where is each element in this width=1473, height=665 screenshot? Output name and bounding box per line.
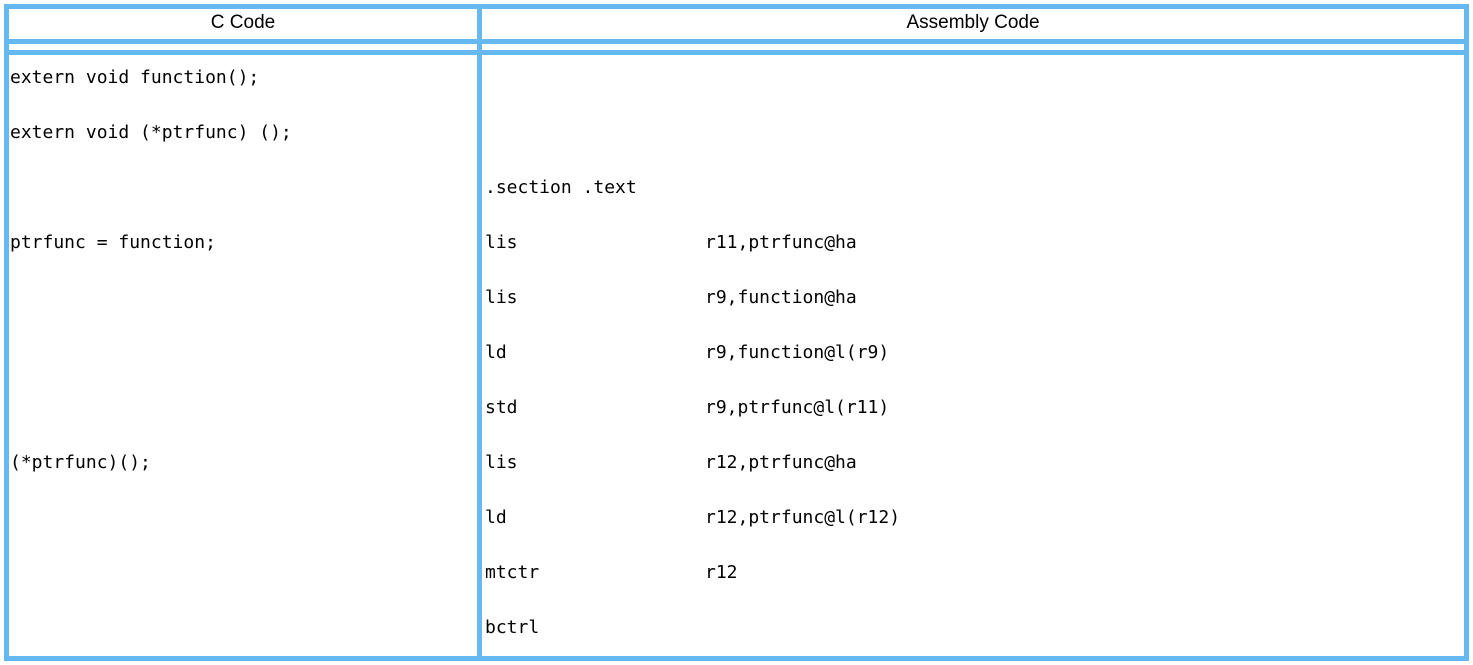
assembly-code-column: .section .text lis r11,ptrfunc@ha lis r9,fun… — [482, 55, 1464, 656]
asm-code-line: ld r12,ptrfunc@l(r12) — [485, 490, 1464, 545]
c-code-line — [10, 380, 477, 435]
asm-operands: r12 — [705, 562, 738, 583]
asm-code-line: lis r9,function@ha — [485, 270, 1464, 325]
asm-code-line: .section .text — [485, 177, 637, 198]
c-code-line — [10, 545, 477, 600]
asm-code-line: ld r9,function@l(r9) — [485, 325, 1464, 380]
asm-mnemonic: ld — [485, 507, 507, 528]
asm-operands: r9,function@ha — [705, 287, 857, 308]
c-code-line: ptrfunc = function; — [10, 232, 216, 253]
asm-code-line: lis r12,ptrfunc@ha — [485, 435, 1464, 490]
c-code-line: extern void function(); — [10, 67, 260, 88]
divider-gap-left — [9, 44, 482, 50]
c-code-line — [10, 270, 477, 325]
asm-code-line: bctrl — [485, 600, 1464, 655]
c-code-header: C Code — [9, 9, 482, 39]
asm-mnemonic: lis — [485, 452, 518, 473]
asm-operands: r11,ptrfunc@ha — [705, 232, 857, 253]
c-code-line — [10, 600, 477, 655]
c-code-line: (*ptrfunc)(); — [10, 452, 151, 473]
code-comparison-table: C Code Assembly Code extern void functio… — [4, 4, 1469, 661]
c-code-line — [10, 490, 477, 545]
asm-mnemonic: lis — [485, 232, 518, 253]
c-code-column: extern void function(); extern void (*ptr… — [9, 55, 482, 656]
table-header-row: C Code Assembly Code — [9, 9, 1464, 44]
asm-mnemonic: ld — [485, 342, 507, 363]
table-body-row: extern void function(); extern void (*ptr… — [9, 50, 1464, 656]
asm-mnemonic: std — [485, 397, 518, 418]
asm-code-line — [485, 55, 1464, 105]
asm-mnemonic: lis — [485, 287, 518, 308]
asm-mnemonic: bctrl — [485, 617, 540, 638]
asm-operands: r9,ptrfunc@l(r11) — [705, 397, 890, 418]
c-code-line — [10, 160, 477, 215]
header-body-divider-gap — [9, 44, 1464, 50]
asm-operands: r9,function@l(r9) — [705, 342, 890, 363]
asm-mnemonic: mtctr — [485, 562, 540, 583]
asm-code-line: lis r11,ptrfunc@ha — [485, 215, 1464, 270]
asm-code-line: std r9,ptrfunc@l(r11) — [485, 380, 1464, 435]
c-code-line: extern void (*ptrfunc) (); — [10, 122, 292, 143]
asm-code-line — [485, 105, 1464, 160]
asm-operands: r12,ptrfunc@l(r12) — [705, 507, 901, 528]
c-code-line — [10, 325, 477, 380]
asm-operands: r12,ptrfunc@ha — [705, 452, 857, 473]
assembly-code-header: Assembly Code — [906, 11, 1040, 33]
asm-code-line: mtctr r12 — [485, 545, 1464, 600]
